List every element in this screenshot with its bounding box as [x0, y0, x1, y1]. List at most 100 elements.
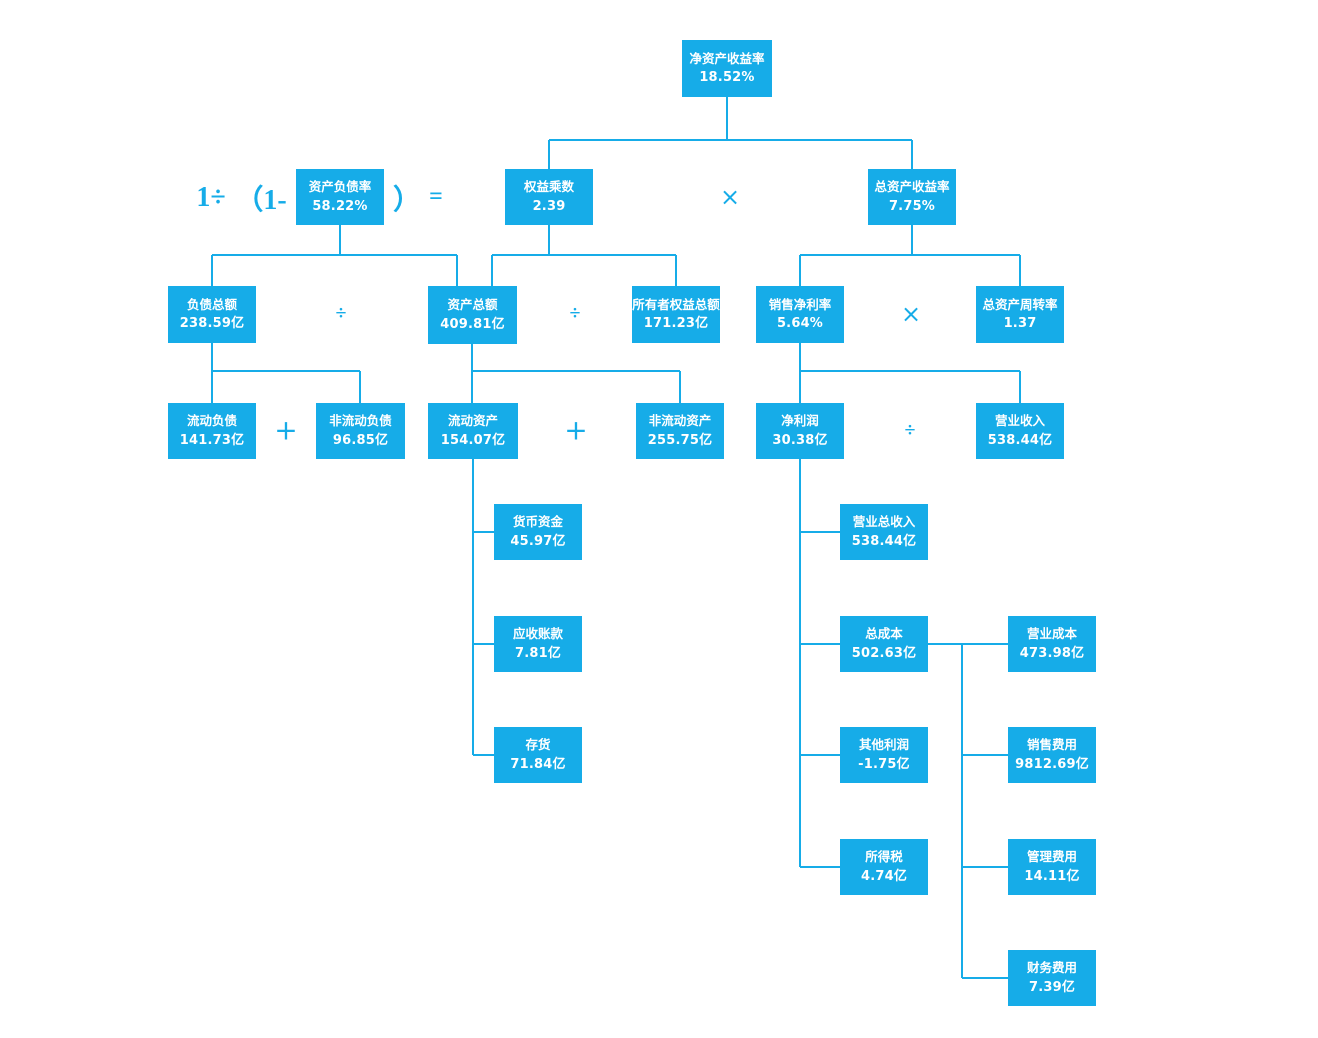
- node-label: 非流动资产: [648, 413, 712, 429]
- node-total-cost[interactable]: 总成本 502.63亿: [840, 616, 928, 672]
- node-value: 409.81亿: [440, 316, 505, 332]
- node-noncurrent-assets[interactable]: 非流动资产 255.75亿: [636, 403, 724, 459]
- node-label: 负债总额: [186, 296, 237, 312]
- node-label: 净利润: [781, 413, 819, 429]
- node-value: -1.75亿: [858, 756, 910, 772]
- plus-operator: +: [274, 413, 298, 447]
- node-debt-ratio[interactable]: 资产负债率 58.22%: [296, 169, 384, 225]
- node-equity-multiplier[interactable]: 权益乘数 2.39: [505, 169, 593, 225]
- node-net-profit[interactable]: 净利润 30.38亿: [756, 403, 844, 459]
- node-value: 1.37: [1003, 316, 1037, 332]
- node-label: 所得税: [865, 849, 903, 865]
- node-total-revenue[interactable]: 营业总收入 538.44亿: [840, 504, 928, 560]
- node-net-margin[interactable]: 销售净利率 5.64%: [756, 286, 844, 343]
- node-value: 71.84亿: [510, 756, 566, 772]
- node-asset-turnover[interactable]: 总资产周转率 1.37: [976, 286, 1064, 343]
- node-label: 营业收入: [994, 413, 1045, 429]
- connector-current-assets-children: [472, 459, 494, 756]
- node-value: 30.38亿: [772, 432, 828, 448]
- node-value: 58.22%: [312, 198, 368, 214]
- node-roe[interactable]: 净资产收益率 18.52%: [682, 40, 772, 97]
- node-selling-expense[interactable]: 销售费用 9812.69亿: [1008, 727, 1096, 783]
- multiply-operator: ×: [900, 300, 922, 328]
- node-value: 538.44亿: [987, 432, 1053, 448]
- node-label: 财务费用: [1026, 960, 1077, 976]
- node-value: 255.75亿: [647, 432, 713, 448]
- plus-operator: +: [564, 413, 588, 447]
- node-label: 非流动负债: [329, 413, 392, 429]
- node-inventory[interactable]: 存货 71.84亿: [494, 727, 582, 783]
- connector-total-liabilities: [211, 343, 361, 403]
- node-value: 7.75%: [888, 198, 936, 214]
- node-value: 18.52%: [699, 70, 755, 86]
- node-value: 141.73亿: [179, 432, 245, 448]
- formula-one-divide: 1÷: [196, 182, 226, 213]
- divide-operator: ÷: [335, 302, 347, 325]
- connector-net-margin: [799, 343, 1021, 403]
- node-revenue[interactable]: 营业收入 538.44亿: [976, 403, 1064, 459]
- node-value: 45.97亿: [510, 533, 566, 549]
- node-value: 238.59亿: [179, 316, 245, 332]
- node-noncurrent-liabilities[interactable]: 非流动负债 96.85亿: [316, 403, 405, 459]
- divide-operator: ÷: [569, 302, 581, 325]
- node-label: 流动资产: [447, 413, 498, 429]
- node-label: 销售费用: [1026, 737, 1077, 753]
- connector-root: [548, 97, 913, 169]
- connector-total-cost-children: [928, 643, 1008, 979]
- node-label: 销售净利率: [768, 296, 832, 312]
- node-label: 营业成本: [1026, 626, 1077, 642]
- node-label: 资产总额: [447, 297, 498, 313]
- node-value: 7.39亿: [1028, 979, 1076, 995]
- node-label: 所有者权益总额: [632, 296, 720, 312]
- node-label: 权益乘数: [523, 179, 574, 195]
- node-operating-cost[interactable]: 营业成本 473.98亿: [1008, 616, 1096, 672]
- node-total-liabilities[interactable]: 负债总额 238.59亿: [168, 286, 256, 343]
- node-label: 管理费用: [1026, 849, 1077, 865]
- node-label: 总资产周转率: [982, 296, 1058, 312]
- node-total-assets[interactable]: 资产总额 409.81亿: [428, 286, 517, 344]
- node-current-assets[interactable]: 流动资产 154.07亿: [428, 403, 518, 459]
- connector-equity-multiplier: [491, 225, 677, 286]
- node-label: 其他利润: [858, 737, 909, 753]
- node-label: 营业总收入: [852, 514, 916, 530]
- divide-operator: ÷: [904, 419, 916, 442]
- node-admin-expense[interactable]: 管理费用 14.11亿: [1008, 839, 1096, 895]
- node-receivables[interactable]: 应收账款 7.81亿: [494, 616, 582, 672]
- node-value: 473.98亿: [1019, 645, 1085, 661]
- connector-debt-ratio: [211, 225, 458, 286]
- node-income-tax[interactable]: 所得税 4.74亿: [840, 839, 928, 895]
- node-label: 流动负债: [186, 413, 237, 429]
- node-value: 538.44亿: [851, 533, 917, 549]
- formula-open-paren-minus: （1-: [235, 185, 287, 216]
- node-label: 应收账款: [512, 626, 563, 642]
- node-value: 14.11亿: [1024, 868, 1080, 884]
- node-value: 5.64%: [776, 316, 824, 332]
- connector-roa: [799, 225, 1021, 286]
- node-value: 154.07亿: [440, 432, 506, 448]
- node-label: 总成本: [865, 626, 903, 642]
- node-total-equity[interactable]: 所有者权益总额 171.23亿: [632, 286, 720, 343]
- node-value: 2.39: [532, 198, 566, 214]
- node-label: 存货: [525, 737, 551, 753]
- node-value: 96.85亿: [332, 432, 389, 448]
- node-label: 总资产收益率: [874, 179, 950, 195]
- node-cash[interactable]: 货币资金 45.97亿: [494, 504, 582, 560]
- node-value: 171.23亿: [643, 316, 709, 332]
- node-finance-expense[interactable]: 财务费用 7.39亿: [1008, 950, 1096, 1006]
- node-value: 7.81亿: [514, 645, 562, 661]
- connector-total-assets: [471, 344, 681, 403]
- node-label: 资产负债率: [308, 179, 372, 195]
- node-label: 净资产收益率: [689, 50, 765, 66]
- node-label: 货币资金: [512, 514, 563, 530]
- node-value: 4.74亿: [860, 868, 908, 884]
- node-current-liabilities[interactable]: 流动负债 141.73亿: [168, 403, 256, 459]
- node-other-profit[interactable]: 其他利润 -1.75亿: [840, 727, 928, 783]
- formula-close-paren: ）: [392, 185, 422, 216]
- formula-equals: =: [429, 183, 443, 210]
- multiply-operator: ×: [719, 183, 741, 211]
- connector-net-profit-children: [799, 459, 840, 868]
- node-value: 502.63亿: [851, 645, 917, 661]
- node-roa[interactable]: 总资产收益率 7.75%: [868, 169, 956, 225]
